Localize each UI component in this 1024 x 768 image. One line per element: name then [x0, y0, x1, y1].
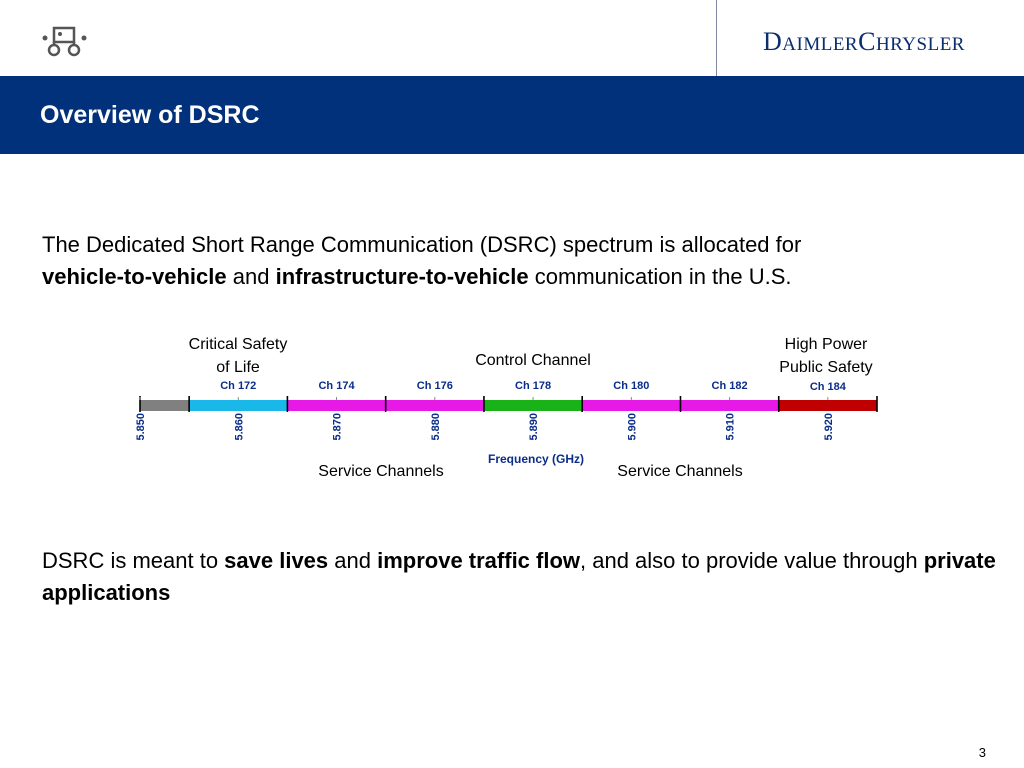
- text-span: communication in the U.S.: [528, 264, 792, 289]
- spectrum-segment: [140, 400, 190, 411]
- high-power-label: High Power: [785, 336, 868, 353]
- spectrum-segment: [483, 400, 583, 411]
- spectrum-segment: [189, 400, 288, 411]
- frequency-tick-label: 5.890: [528, 413, 540, 441]
- spectrum-segment: [778, 400, 877, 411]
- channel-label: Ch 174: [318, 380, 355, 392]
- axis-label: Frequency (GHz): [488, 452, 584, 466]
- vehicle-logo-icon: [40, 20, 90, 60]
- channel-label: Ch 184: [810, 381, 847, 393]
- purpose-paragraph: DSRC is meant to save lives and improve …: [42, 545, 1002, 609]
- critical-safety-label: Critical Safety: [189, 336, 288, 353]
- control-channel-label: Control Channel: [475, 352, 591, 369]
- brand-logo: DAIMLERCHRYSLER: [763, 27, 965, 57]
- channel-label: Ch 180: [613, 380, 649, 392]
- bold-text: save lives: [224, 548, 329, 573]
- brand-letter: D: [763, 27, 783, 56]
- channel-label: Ch 172: [220, 380, 256, 392]
- high-power-label: Public Safety: [779, 359, 872, 376]
- critical-safety-label: of Life: [216, 359, 260, 376]
- channel-label: Ch 176: [417, 380, 453, 392]
- frequency-tick-label: 5.900: [626, 413, 638, 441]
- channel-label: Ch 182: [712, 380, 748, 392]
- spectrum-segment: [582, 400, 681, 411]
- text-span: and: [328, 548, 378, 573]
- frequency-tick-label: 5.910: [725, 413, 737, 441]
- frequency-tick-label: 5.920: [823, 413, 835, 441]
- brand-part: HRYSLER: [875, 34, 965, 55]
- frequency-tick-label: 5.870: [332, 413, 344, 441]
- bold-text: vehicle-to-vehicle: [42, 264, 227, 289]
- service-channels-label: Service Channels: [318, 463, 443, 480]
- text-span: The Dedicated Short Range Communication …: [42, 232, 802, 257]
- bold-text: improve traffic flow: [377, 548, 581, 573]
- frequency-tick-label: 5.880: [430, 413, 442, 441]
- spectrum-segment: [287, 400, 386, 411]
- spectrum-segment: [385, 400, 484, 411]
- frequency-tick-label: 5.850: [135, 413, 147, 441]
- spectrum-segment: [680, 400, 779, 411]
- title-banner: [0, 76, 1024, 154]
- brand-letter: C: [858, 27, 876, 56]
- page-number: 3: [978, 745, 986, 760]
- brand-part: AIMLER: [782, 34, 859, 55]
- channel-label: Ch 178: [515, 380, 551, 392]
- text-span: DSRC is meant to: [42, 548, 225, 573]
- bold-text: private applications: [42, 548, 996, 605]
- page-title: Overview of DSRC: [40, 101, 260, 129]
- frequency-tick-label: 5.860: [233, 413, 245, 441]
- text-span: and: [226, 264, 276, 289]
- top-bar: DAIMLERCHRYSLER: [0, 0, 1024, 76]
- bold-text: infrastructure-to-vehicle: [275, 264, 529, 289]
- header-divider: [716, 0, 717, 76]
- text-span: , and also to provide value through: [580, 548, 924, 573]
- service-channels-label: Service Channels: [617, 463, 742, 480]
- intro-paragraph: The Dedicated Short Range Communication …: [42, 229, 1002, 293]
